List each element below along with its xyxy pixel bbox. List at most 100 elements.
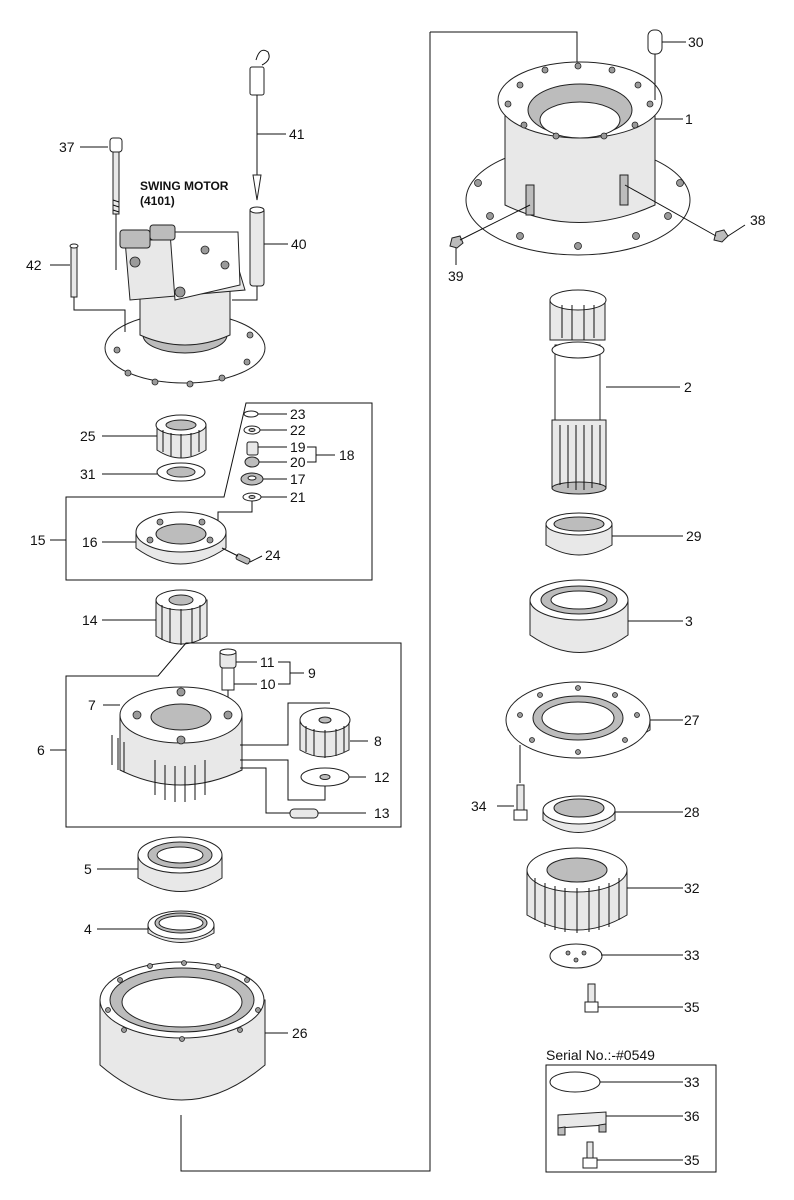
label-8: 8 [374,733,382,749]
label-5: 5 [84,861,92,877]
label-17: 17 [290,471,306,487]
label-23: 23 [290,406,306,422]
label-26: 26 [292,1025,308,1041]
part-17-gear [240,472,264,486]
label-9: 9 [308,665,316,681]
part-40-tube [249,206,265,287]
label-35a: 35 [684,999,700,1015]
label-2: 2 [684,379,692,395]
label-10: 10 [260,676,276,692]
label-14: 14 [82,612,98,628]
part-19-bushing [246,441,259,456]
label-24: 24 [265,547,281,563]
leader-24 [221,547,263,563]
part-33-plate [549,943,603,969]
leader-39 [455,204,531,265]
serial-part-33 [549,1071,601,1093]
part-37-bolt [109,137,123,215]
part-24-pin [235,553,251,565]
part-8-planet-gear [299,707,351,758]
label-37: 37 [59,139,75,155]
motor-title-line-2: (4101) [140,194,175,208]
part-32-pinion [526,847,628,933]
part-42-stud [69,243,79,298]
label-16: 16 [82,534,98,550]
part-2-shaft [549,289,607,495]
part-35-bolt [584,983,599,1013]
guide-8 [240,702,330,746]
part-swing-motor-assembly [104,224,266,388]
part-31-washer [156,462,206,482]
part-34-bolt [513,784,528,821]
label-36: 36 [684,1108,700,1124]
part-11-bushing [219,648,237,669]
part-26-ring-gear [99,960,266,1101]
serial-note: Serial No.:-#0549 [546,1047,655,1063]
part-39-nut [449,235,464,249]
label-25: 25 [80,428,96,444]
motor-title-line-1: SWING MOTOR [140,179,229,193]
leader-38 [624,184,746,237]
label-21: 21 [290,489,306,505]
guide-13 [240,767,290,814]
serial-box [545,1064,717,1173]
label-20: 20 [290,454,306,470]
part-20-collar [244,456,260,468]
leader-34 [497,745,521,807]
part-10-pin [221,667,235,691]
label-38: 38 [750,212,766,228]
label-11: 11 [260,654,275,670]
label-34: 34 [471,798,487,814]
label-12: 12 [374,769,390,785]
part-30-pin [647,29,663,100]
part-29-collar [545,512,613,556]
bracket-18 [307,446,335,463]
part-1-housing [465,61,691,256]
part-3-bearing [529,579,629,653]
label-31: 31 [80,466,96,482]
label-19: 19 [290,439,306,455]
bracket-9 [278,661,304,685]
label-35b: 35 [684,1152,700,1168]
label-39: 39 [448,268,464,284]
part-16-carrier [135,511,227,565]
label-32: 32 [684,880,700,896]
part-14-sun-gear [155,589,208,645]
guide-12 [240,759,326,801]
part-number-labels: 30 1 37 41 38 39 40 42 2 23 22 25 19 18 … [26,34,766,1168]
label-18: 18 [339,447,355,463]
label-7: 7 [88,697,96,713]
label-42: 42 [26,257,42,273]
part-23-ring [243,410,259,418]
part-41-dipstick [249,49,270,201]
label-33a: 33 [684,947,700,963]
label-15: 15 [30,532,46,548]
label-3: 3 [685,613,693,629]
label-27: 27 [684,712,700,728]
connector-line-main [180,32,431,1172]
part-25-gear [155,414,207,459]
part-13-pin [289,808,319,819]
part-7-carrier [111,686,243,802]
part-22-washer [243,425,261,435]
label-28: 28 [684,804,700,820]
part-28-seal [542,795,616,833]
part-36-bracket [557,1111,607,1136]
label-6: 6 [37,742,45,758]
label-33b: 33 [684,1074,700,1090]
label-30: 30 [688,34,704,50]
serial-part-35 [582,1141,598,1169]
part-21-washer [242,492,262,502]
group-6-box [65,642,402,828]
label-4: 4 [84,921,92,937]
label-22: 22 [290,422,306,438]
part-12-washer [300,767,350,787]
label-41: 41 [289,126,305,142]
part-38-nut [713,229,729,243]
part-4-ring [147,910,215,943]
label-13: 13 [374,805,390,821]
part-27-flange [505,681,651,759]
label-1: 1 [685,111,693,127]
